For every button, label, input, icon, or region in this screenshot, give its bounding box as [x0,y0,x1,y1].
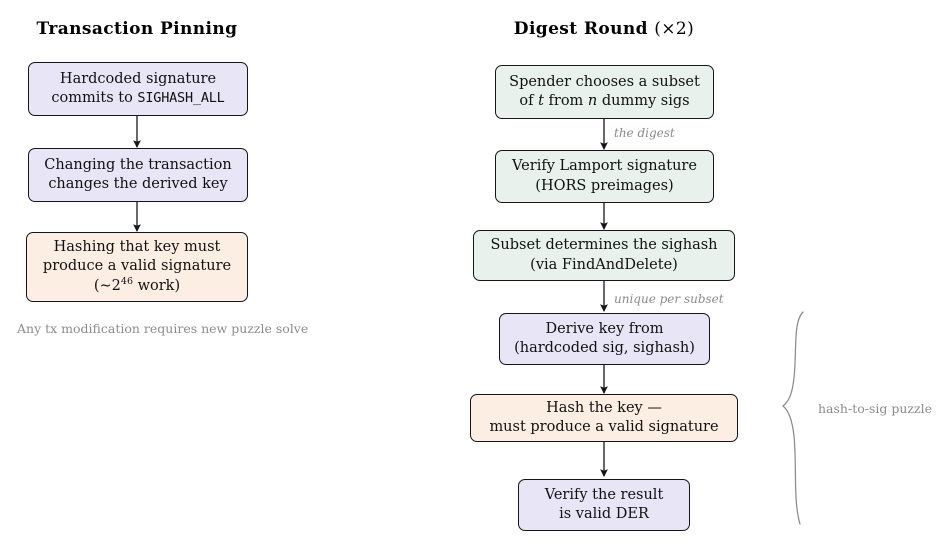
exponent: 46 [120,275,133,287]
node-line: changes the derived key [48,176,228,192]
node-line: of t from n dummy sigs [519,93,690,109]
node-line: produce a valid signature [42,258,232,275]
node-line: (hardcoded sig, sighash) [514,340,695,356]
node-subset-determines-sighash: Subset determines the sighash (via FindA… [473,230,735,281]
right-column-title-main: Digest Round [513,19,648,39]
node-line: Verify Lamport signature [512,158,697,175]
node-verify-lamport-signature: Verify Lamport signature (HORS preimages… [495,150,714,203]
node-line: Hash the key — [546,399,662,416]
var-n: n [587,93,598,109]
node-line-work: (∼246 work) [93,275,181,294]
node-line: Spender chooses a subset [509,73,700,90]
node-line: Hashing that key must [53,239,221,256]
sighash-all-token: SIGHASH_ALL [137,90,225,106]
node-hashing-key: Hashing that key must produce a valid si… [26,232,248,302]
node-line: Derive key from [545,320,664,337]
node-derive-key: Derive key from (hardcoded sig, sighash) [499,313,710,365]
node-line: Verify the result [544,486,664,503]
node-changing-transaction: Changing the transaction changes the der… [28,148,248,202]
right-column-title-suffix: (×2) [654,19,695,39]
edge-label-unique-per-subset: unique per subset [614,292,724,306]
right-column-title: Digest Round (×2) [484,19,724,39]
node-verify-der: Verify the result is valid DER [518,479,690,531]
node-line: commits to SIGHASH_ALL [51,90,225,106]
brace-label-line: puzzle [891,401,932,416]
node-hardcoded-signature: Hardcoded signature commits to SIGHASH_A… [28,62,248,116]
caption-line: requires new puzzle solve [143,321,309,336]
node-line: (via FindAndDelete) [530,256,678,273]
node-spender-chooses-subset: Spender chooses a subset of t from n dum… [495,65,714,119]
brace-label-hash-to-sig-puzzle: hash-to-sig puzzle [818,400,938,418]
left-column-caption: Any tx modification requires new puzzle … [17,320,308,338]
node-line: Subset determines the sighash [490,237,718,254]
var-t: t [538,93,544,109]
node-line: Hardcoded signature [59,70,217,87]
node-hash-the-key: Hash the key — must produce a valid sign… [470,394,738,442]
edge-label-the-digest: the digest [614,126,675,140]
node-line: must produce a valid signature [489,419,719,435]
left-column-title: Transaction Pinning [36,19,238,39]
caption-line: Any tx modification [17,321,140,336]
brace-label-line: hash-to-sig [818,401,888,416]
node-line: is valid DER [559,506,649,522]
node-line: Changing the transaction [44,156,232,173]
node-line: (HORS preimages) [535,177,674,194]
